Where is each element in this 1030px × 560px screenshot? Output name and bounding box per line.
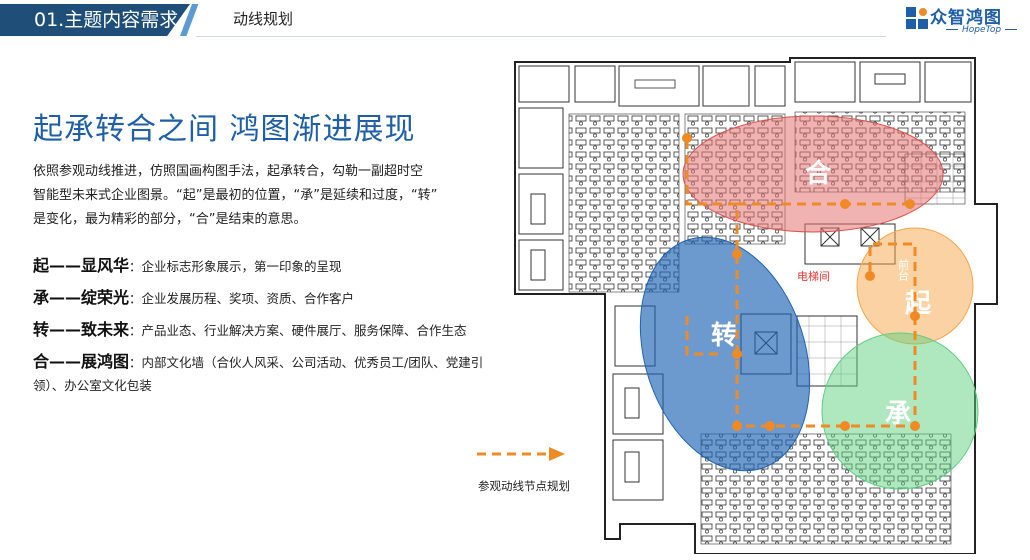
zone-zhuan-label: 转 [711,321,737,351]
zone-he-label: 合 [805,158,832,189]
zone-cheng-label: 承 [885,399,911,429]
elevator-label: 电梯间 [797,270,830,283]
stage-text: ：产品业态、行业解决方案、硬件展厅、服务保障、合作生态 [129,323,467,338]
stage-item-cheng: 承——绽荣光：企业发展历程、奖项、资质、合作客户 [33,286,493,310]
dashed-arrow-icon [477,447,565,461]
logo-english: HopeTop [942,25,1021,35]
front-desk-label: 前台 [897,258,910,281]
zone-zhuan: 转 [639,236,811,472]
visit-route [685,138,917,428]
stage-head: 转——致未来 [33,320,130,339]
top-offices [518,61,972,107]
section-subtitle: 动线规划 [233,10,294,28]
intro-line: 依照参观动线推进，仿照国画构图手法，起承转合，勾勒一副超时空 [33,164,424,179]
company-logo: 众智鸿图 HopeTop [906,3,1026,39]
stage-item-qi: 起——显风华：企业标志形象展示，第一印象的呈现 [33,254,493,278]
legend-label: 参观动线节点规划 [478,479,570,493]
intro-line: 智能型未来式企业图景。“起”是最初的位置，“承”是延续和过度，“转” [33,188,438,203]
section-tag: 01.主题内容需求 [0,4,190,36]
route-legend: 参观动线节点规划 [473,442,593,493]
left-rooms [518,107,664,501]
logo-name: 众智鸿图 [930,8,1002,28]
stage-text: ：企业发展历程、奖项、资质、合作客户 [129,291,355,306]
intro-paragraph: 依照参观动线推进，仿照国画构图手法，起承转合，勾勒一副超时空 智能型未来式企业图… [33,160,453,232]
stage-item-zhuan: 转——致未来：产品业态、行业解决方案、硬件展厅、服务保障、合作生态 [33,318,493,342]
stage-head: 起——显风华 [33,256,130,275]
route-nodes [682,133,920,431]
header-divider [196,36,886,37]
logo-mark-icon [906,7,928,29]
stage-list: 起——显风华：企业标志形象展示，第一印象的呈现 承——绽荣光：企业发展历程、奖项… [33,254,493,405]
stage-text: ：企业标志形象展示，第一印象的呈现 [129,259,342,274]
stage-item-he: 合——展鸿图：内部文化墙（合伙人风采、公司活动、优秀员工/团队、党建引领）、办公… [33,350,493,397]
zone-he: 合 [682,115,944,233]
stage-head: 合——展鸿图 [33,352,130,371]
page-title: 起承转合之间 鸿图渐进展现 [33,112,416,147]
building-outline [514,57,998,554]
header-bar: 01.主题内容需求 动线规划 众智鸿图 HopeTop [0,0,1030,40]
stage-head: 承——绽荣光 [33,288,130,307]
stage-text: ：内部文化墙（合伙人风采、公司活动、优秀员工/团队、党建引领）、办公室文化包装 [33,355,484,393]
zone-cheng: 承 [821,332,979,490]
intro-line: 是变化，最为精彩的部分，“合”是结束的意思。 [33,212,307,227]
floor-plan: 合 转 起 承 电梯间 前台 [514,57,998,554]
